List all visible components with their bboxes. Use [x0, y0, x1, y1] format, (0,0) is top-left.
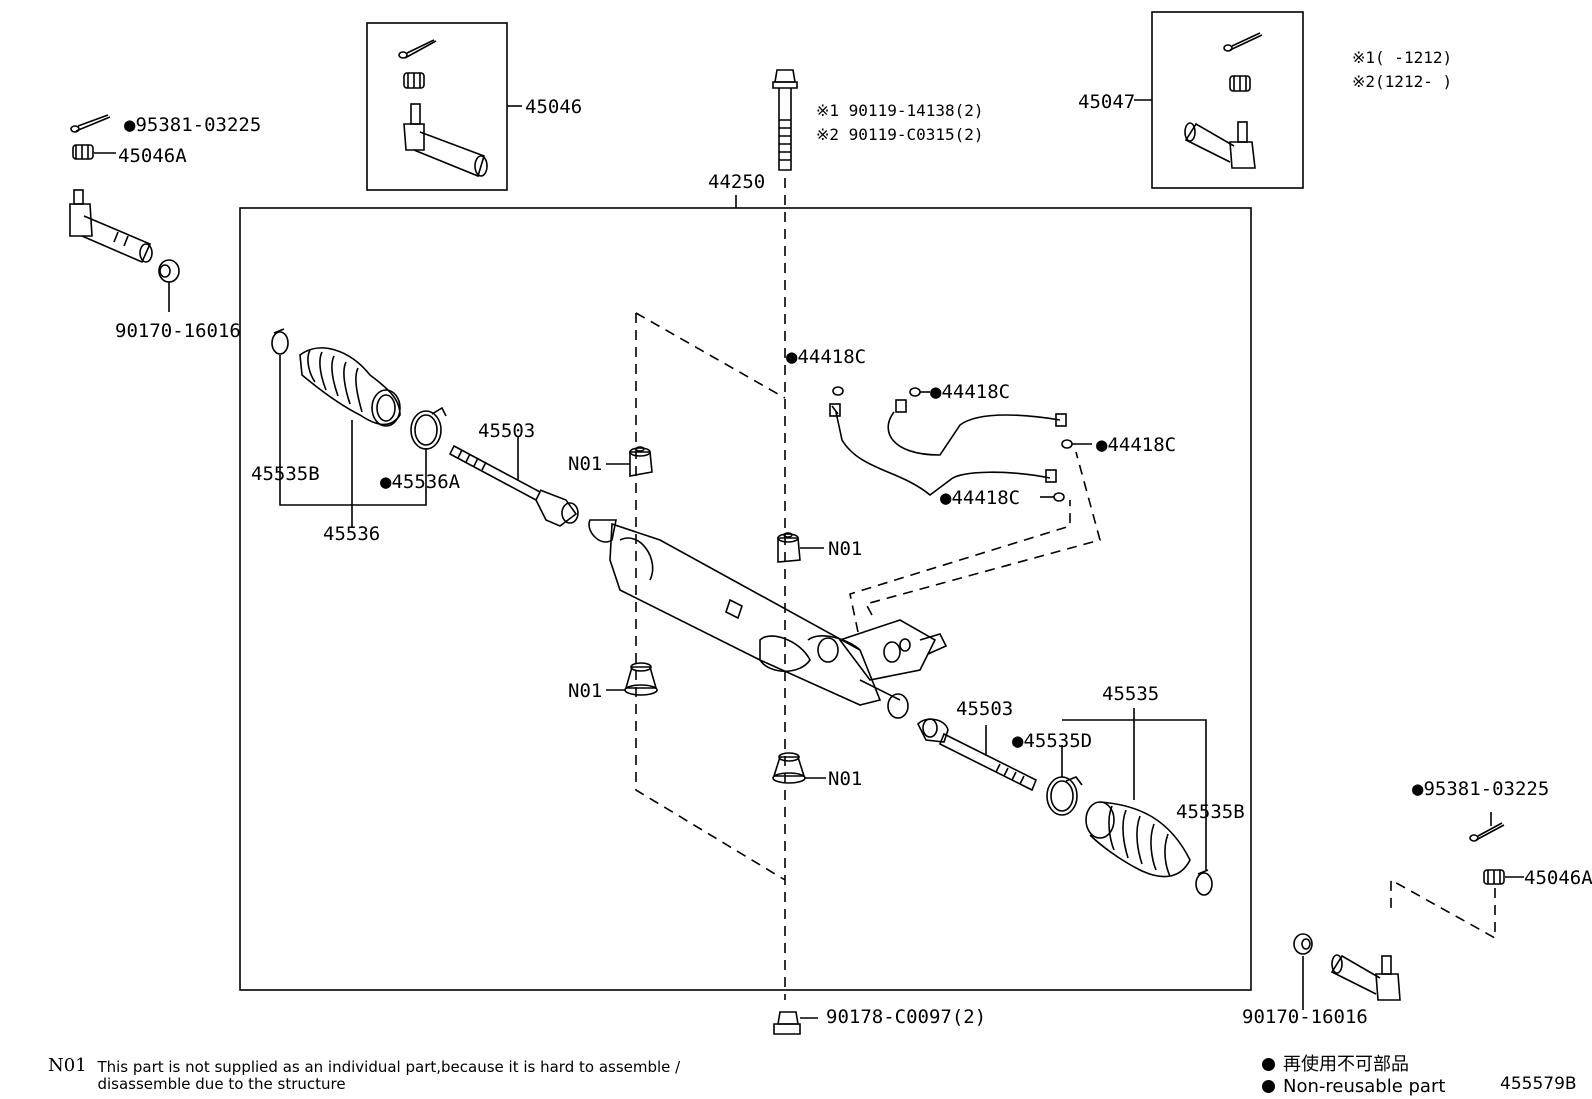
label-45536A: ●45536A	[380, 471, 461, 493]
label-95381-right: ●95381-03225	[1412, 778, 1549, 800]
label-90170-right: 90170-16016	[1242, 1006, 1368, 1028]
hydraulic-pipe-icon	[829, 399, 1067, 497]
footnote-code: N01	[48, 1055, 87, 1076]
label-n01-a: N01	[568, 453, 602, 475]
label-bolt-2: ※2 90119-C0315(2)	[816, 125, 984, 144]
label-n01-b: N01	[828, 538, 862, 560]
tie-rod-end-left-icon	[69, 189, 153, 264]
castle-nut-right-icon	[1483, 869, 1505, 885]
o-ring-icons	[832, 386, 1073, 502]
label-90178: 90178-C0097(2)	[826, 1006, 986, 1028]
label-legend-1: ※1( -1212)	[1352, 48, 1452, 67]
label-n01-c: N01	[568, 680, 602, 702]
castle-nut-icon	[72, 144, 94, 160]
dust-boot-right-icon	[1085, 801, 1191, 878]
label-44250: 44250	[708, 171, 765, 193]
steering-gear-assembly-box	[239, 207, 1252, 991]
legend-jp: 再使用不可部品	[1262, 1050, 1409, 1076]
tie-rod-end-right-icon	[1330, 954, 1401, 1001]
label-45535B-right: 45535B	[1176, 801, 1245, 823]
clamp-small-left-icon	[271, 328, 289, 355]
footnote: N01 This part is not supplied as an indi…	[48, 1057, 748, 1093]
label-45535: 45535	[1102, 683, 1159, 705]
inner-tie-rod-left-icon	[448, 444, 579, 527]
bushing-lower-left-icon	[624, 662, 658, 696]
label-45046: 45046	[525, 96, 582, 118]
label-45503-left: 45503	[478, 420, 535, 442]
label-45503-right: 45503	[956, 698, 1013, 720]
label-n01-d: N01	[828, 768, 862, 790]
bushing-upper-center-icon	[777, 532, 801, 563]
label-45536: 45536	[323, 523, 380, 545]
label-44418C-b: ●44418C	[930, 381, 1010, 403]
cotter-pin-icon	[70, 114, 111, 133]
figure-id: 455579B	[1500, 1074, 1577, 1094]
bushing-upper-left-icon	[629, 446, 653, 477]
assembly-box-45046	[366, 22, 508, 191]
boot-clamp-left-icon	[410, 406, 447, 450]
label-44418C-a: ●44418C	[786, 346, 866, 368]
nut-right-icon	[1293, 933, 1313, 955]
cotter-pin-right-icon	[1469, 822, 1505, 842]
label-44418C-d: ●44418C	[940, 487, 1020, 509]
bullet-icon	[1262, 1058, 1275, 1071]
footnote-text: This part is not supplied as an individu…	[97, 1058, 681, 1093]
nut-left-icon	[158, 259, 180, 283]
tie-rod-end-45046-icon	[398, 39, 488, 178]
label-45046A-left: 45046A	[118, 145, 187, 167]
label-bolt-1: ※1 90119-14138(2)	[816, 101, 984, 120]
label-45535D: ●45535D	[1012, 730, 1092, 752]
dust-boot-left-icon	[299, 347, 401, 427]
boot-clamp-right-icon	[1046, 776, 1083, 816]
legend-en: Non-reusable part	[1262, 1076, 1445, 1097]
label-45535B-left: 45535B	[251, 463, 320, 485]
label-legend-2: ※2(1212- )	[1352, 72, 1452, 91]
label-45046A-right: 45046A	[1524, 867, 1592, 889]
label-90170-left: 90170-16016	[115, 320, 241, 342]
inner-tie-rod-right-icon	[917, 718, 1038, 792]
clamp-small-right-icon	[1195, 869, 1213, 896]
mounting-bolt-icon	[772, 69, 798, 171]
flange-nut-icon	[773, 1011, 801, 1035]
tie-rod-end-45047-icon	[1184, 32, 1263, 169]
bullet-icon	[1262, 1080, 1275, 1093]
label-45047: 45047	[1078, 91, 1135, 113]
rack-housing-icon	[588, 519, 948, 719]
label-95381-left: ●95381-03225	[124, 114, 261, 136]
legend-jp-text: 再使用不可部品	[1283, 1054, 1409, 1075]
label-44418C-c: ●44418C	[1096, 434, 1176, 456]
bushing-lower-center-icon	[772, 752, 806, 784]
legend-en-text: Non-reusable part	[1283, 1076, 1446, 1097]
